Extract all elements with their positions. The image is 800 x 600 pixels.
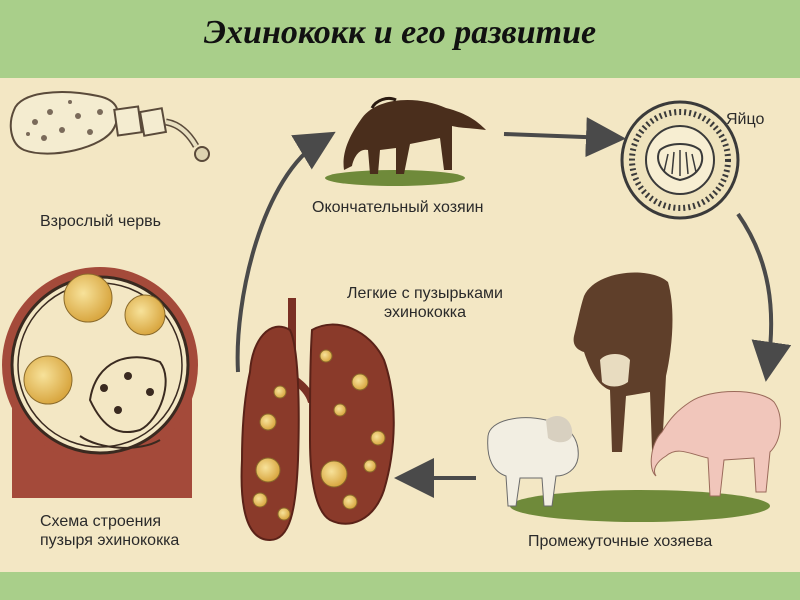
adult-worm-label: Взрослый червь [40,213,161,230]
cycle-arrows [235,117,792,498]
bladder-scheme-label-line1: Схема строения [40,513,162,530]
lungs-label-line2: эхинококка [384,304,466,321]
egg-label: Яйцо [726,111,765,128]
intermediate-hosts-label: Промежуточные хозяева [528,533,713,550]
dog-image [325,96,486,186]
adult-worm-image [9,91,210,162]
lungs-label: Легкие с пузырьками эхинококка [330,284,520,322]
definitive-host-label: Окончательный хозяин [312,199,484,216]
intermediate-hosts-image [487,272,781,522]
bottom-band [0,572,800,600]
lungs-label-line1: Легкие с пузырьками [347,285,503,302]
bladder-scheme-image [2,267,198,498]
slide-title: Эхинококк и его развитие [203,14,597,51]
arrow-egg-to-hosts [736,212,792,382]
bladder-scheme-label-line2: пузыря эхинококка [40,532,180,549]
arrow-dog-to-egg [503,117,626,158]
bladder-scheme-label: Схема строения пузыря эхинококка [40,512,179,550]
lungs-image [240,298,395,542]
title-band [0,0,800,78]
arrow-lungs-to-dog [235,131,336,373]
egg-image [620,100,740,220]
